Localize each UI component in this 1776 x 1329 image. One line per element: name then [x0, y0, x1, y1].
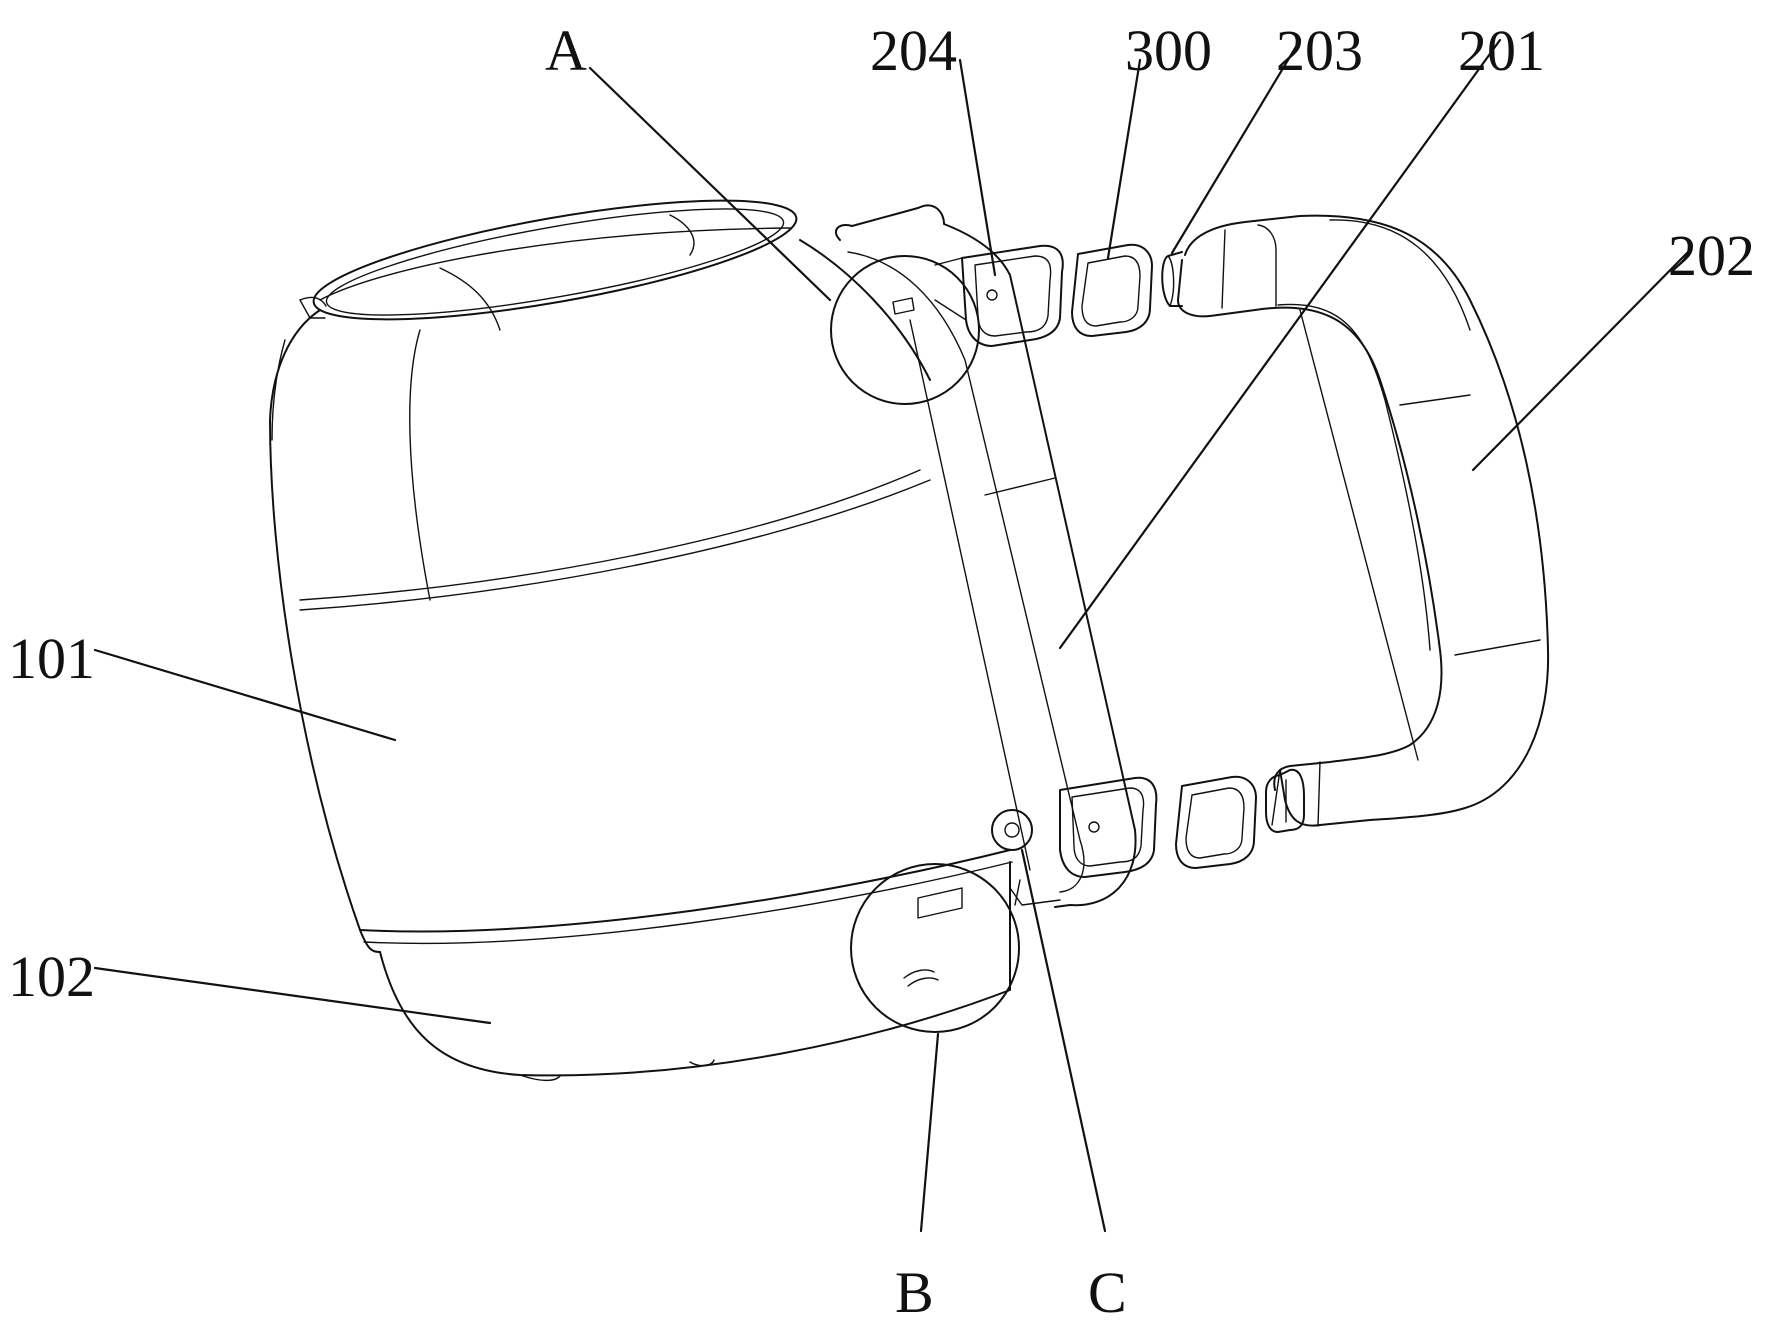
leader-102	[95, 968, 490, 1023]
label-a: A	[545, 18, 587, 83]
leader-300	[1108, 60, 1140, 258]
label-101: 101	[8, 626, 95, 691]
kettle-body	[270, 228, 1012, 952]
label-201: 201	[1458, 18, 1545, 83]
mounting-bracket-201	[836, 205, 1136, 907]
leader-b	[921, 1034, 938, 1231]
detail-circle-b	[851, 864, 1019, 1032]
label-204: 204	[870, 18, 957, 83]
leader-202	[1473, 250, 1690, 470]
reference-labels: A 204 300 203 201 202 101 102 B C	[8, 18, 1755, 1325]
lower-socket	[1060, 778, 1156, 877]
leader-lines	[95, 40, 1690, 1231]
label-300: 300	[1125, 18, 1212, 83]
gasket-300-upper	[1072, 245, 1152, 336]
handle-202	[1178, 216, 1548, 826]
leader-201	[1060, 40, 1500, 648]
label-b: B	[895, 1260, 934, 1325]
label-c: C	[1088, 1260, 1127, 1325]
leader-101	[95, 650, 395, 740]
leader-204	[960, 60, 995, 275]
gasket-lower	[1176, 777, 1256, 868]
label-202: 202	[1668, 223, 1755, 288]
leader-c	[1022, 850, 1105, 1231]
upper-socket-204	[935, 246, 1063, 346]
detail-circle-a	[831, 256, 979, 404]
label-102: 102	[8, 944, 95, 1009]
label-203: 203	[1276, 18, 1363, 83]
detail-circle-c	[992, 810, 1032, 850]
